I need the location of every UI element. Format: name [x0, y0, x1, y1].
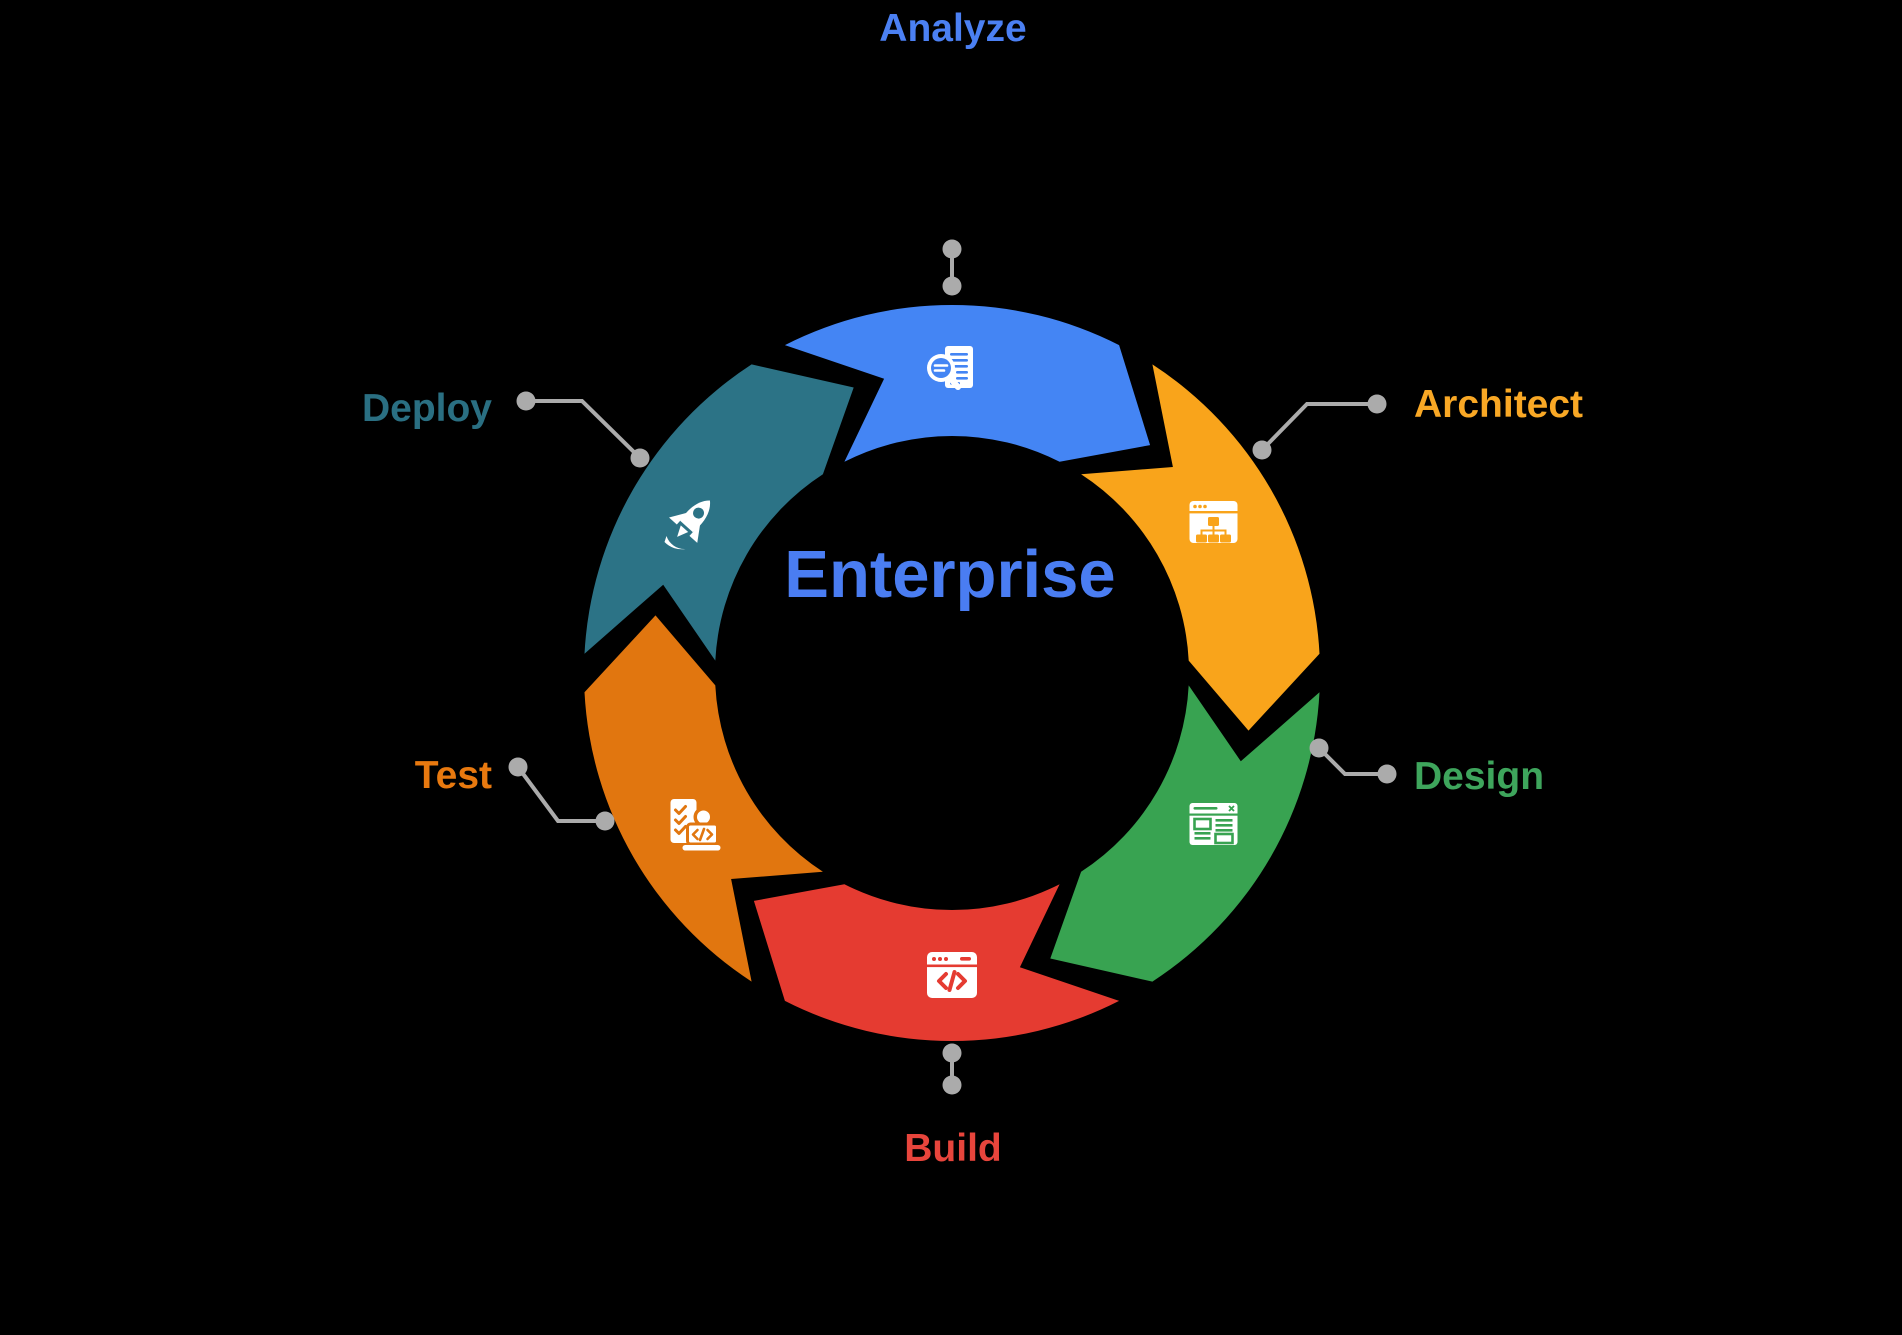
connector-dot — [508, 757, 528, 777]
cycle-icons — [664, 346, 1238, 998]
segment-test — [584, 615, 823, 982]
connector-line — [1317, 746, 1387, 776]
connector-dot — [630, 448, 650, 468]
cycle-segments — [584, 304, 1320, 1042]
center-label: Enterprise — [784, 537, 1115, 612]
document-search-icon — [927, 346, 973, 390]
label-build: Build — [904, 1127, 1001, 1170]
connector-line — [526, 399, 642, 460]
connector-design — [1309, 738, 1397, 784]
segment-design — [1050, 685, 1320, 982]
connector-dot — [1367, 394, 1387, 414]
connector-dot — [1309, 738, 1329, 758]
connector-analyze — [942, 239, 962, 296]
connector-test — [508, 757, 615, 831]
connector-dot — [516, 391, 536, 411]
connector-dot — [1252, 440, 1272, 460]
connector-dot — [942, 1075, 962, 1095]
connector-dot — [1377, 764, 1397, 784]
label-analyze: Analyze — [879, 7, 1026, 50]
connector-architect — [1252, 394, 1387, 460]
connector-deploy — [516, 391, 650, 468]
connector-build — [942, 1043, 962, 1095]
connector-dot — [942, 239, 962, 259]
cycle-connectors — [508, 239, 1397, 1095]
label-design: Design — [1414, 755, 1544, 798]
connector-dot — [595, 811, 615, 831]
wireframe-window-icon — [1189, 803, 1238, 845]
segment-architect — [1081, 364, 1320, 731]
connector-line — [1260, 402, 1377, 452]
connector-dot — [942, 1043, 962, 1063]
developer-checklist-icon — [670, 799, 721, 851]
connector-line — [516, 765, 605, 823]
code-window-icon — [927, 952, 977, 998]
segment-deploy — [584, 364, 854, 661]
label-deploy: Deploy — [362, 387, 492, 430]
sitemap-window-icon — [1189, 501, 1238, 543]
rocket-icon — [664, 500, 711, 550]
label-architect: Architect — [1414, 383, 1583, 426]
connector-dot — [942, 276, 962, 296]
label-test: Test — [415, 754, 492, 797]
